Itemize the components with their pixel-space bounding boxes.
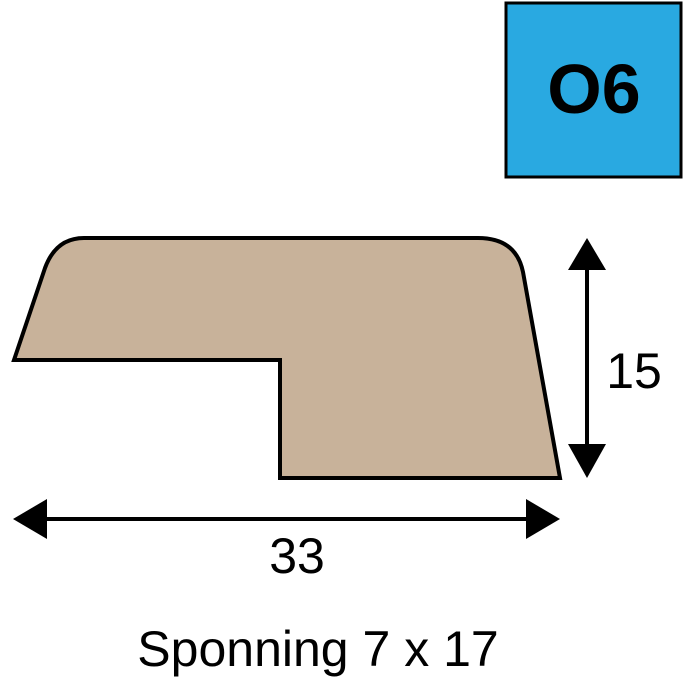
width-label: 33 bbox=[269, 528, 325, 584]
height-label: 15 bbox=[606, 343, 662, 399]
product-code-badge: O6 bbox=[504, 1, 683, 179]
badge-background bbox=[504, 1, 683, 179]
arrow-left-icon bbox=[13, 499, 47, 539]
arrow-up-icon bbox=[568, 238, 606, 270]
badge-code: O6 bbox=[547, 50, 640, 128]
height-dimension-arrow bbox=[568, 238, 606, 478]
width-dimension-arrow bbox=[13, 499, 560, 539]
moulding-profile-shape bbox=[11, 236, 563, 480]
arrow-down-icon bbox=[568, 444, 606, 478]
caption: Sponning 7 x 17 bbox=[137, 621, 498, 677]
arrow-right-icon bbox=[526, 499, 560, 539]
